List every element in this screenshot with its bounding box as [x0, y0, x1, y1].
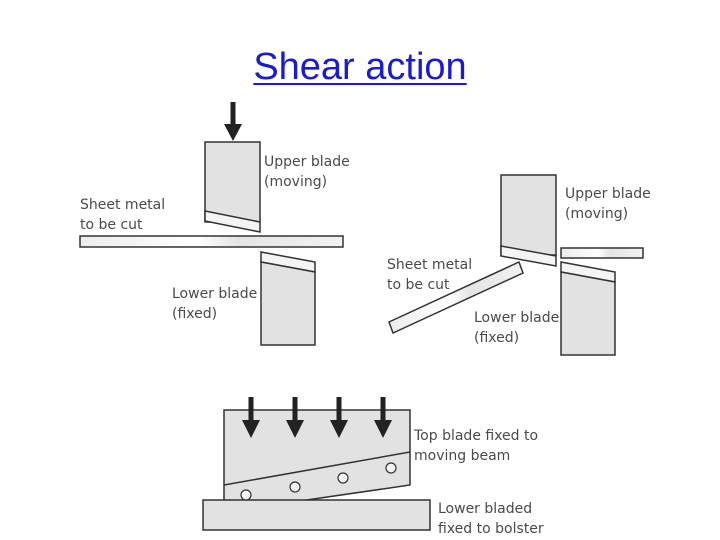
top-blade-sublabel: moving beam: [414, 448, 510, 464]
lower-blade-sublabel: (fixed): [474, 330, 519, 346]
bolt-hole: [385, 462, 397, 474]
sheet-metal-label: Sheet metal: [387, 257, 472, 273]
down-arrow-icon: [374, 397, 392, 438]
upper-blade-edge: [500, 245, 557, 267]
down-arrow-icon: [286, 397, 304, 438]
sheet-metal-sublabel: to be cut: [387, 277, 450, 293]
sheet-metal-bent: [388, 260, 524, 335]
lower-blade-sublabel: (fixed): [172, 306, 217, 322]
lower-blade: [260, 261, 316, 346]
bolt-hole: [337, 472, 349, 484]
down-arrow-icon: [242, 397, 260, 438]
diagram-right: Upper blade (moving) Sheet metal to be c…: [387, 174, 651, 356]
bolt-hole: [240, 489, 252, 501]
upper-blade-label: Upper blade: [565, 186, 651, 202]
top-blade-label: Top blade fixed to: [413, 428, 538, 444]
lower-blade-label: Lower bladed: [438, 501, 532, 517]
upper-blade-sublabel: (moving): [264, 174, 327, 190]
diagram-left: Upper blade (moving) Sheet metal to be c…: [79, 102, 350, 346]
upper-blade: [204, 141, 261, 223]
lower-blade: [560, 271, 616, 356]
upper-blade-sublabel: (moving): [565, 206, 628, 222]
top-blade: [223, 409, 411, 513]
bolster: [202, 499, 431, 531]
lower-blade-label: Lower blade: [172, 286, 257, 302]
upper-blade-label: Upper blade: [264, 154, 350, 170]
sheet-metal: [79, 235, 344, 248]
lower-blade-label: Lower blade: [474, 310, 559, 326]
down-arrow-icon: [330, 397, 348, 438]
down-arrow-icon: [224, 102, 242, 141]
diagram-bottom: Top blade fixed to moving beam Lower bla…: [202, 397, 544, 537]
bolt-hole: [289, 481, 301, 493]
upper-blade-edge: [204, 210, 261, 233]
sheet-metal-sublabel: to be cut: [80, 217, 143, 233]
sheet-metal-label: Sheet metal: [80, 197, 165, 213]
sheet-metal-cut-piece: [560, 247, 644, 259]
top-blade-cut-line: [223, 451, 411, 486]
upper-blade: [500, 174, 557, 256]
page-title: Shear action: [253, 46, 467, 88]
lower-blade-sublabel: fixed to bolster: [438, 521, 544, 537]
